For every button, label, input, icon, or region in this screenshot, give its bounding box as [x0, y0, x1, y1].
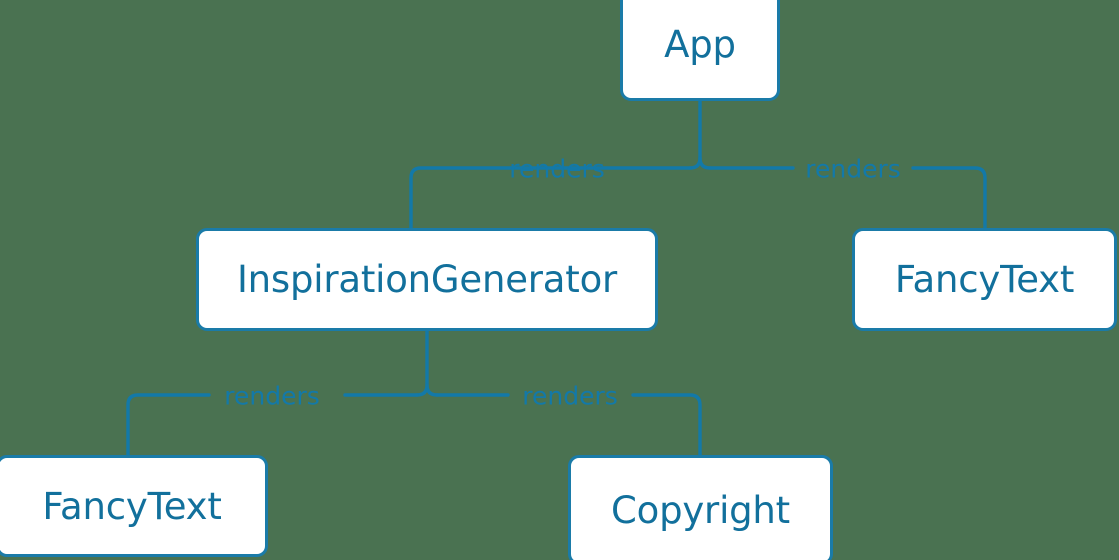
- node-app[interactable]: App: [620, 0, 780, 101]
- node-copyright-label: Copyright: [611, 488, 790, 532]
- node-fancytext-right-label: FancyText: [894, 258, 1075, 301]
- node-fancytext-bottom-label: FancyText: [42, 484, 222, 528]
- edge-label-inspiration-copyright: renders: [522, 381, 618, 411]
- edge-inspiration-stem-right: [425, 383, 439, 397]
- edge-label-app-inspiration: renders: [509, 154, 605, 184]
- node-inspiration-generator-label: InspirationGenerator: [236, 258, 618, 301]
- node-fancytext-bottom[interactable]: FancyText: [0, 455, 268, 557]
- edge-label-inspiration-fancytext: renders: [224, 381, 320, 411]
- edge-app-stem: [688, 98, 702, 170]
- edge-label-app-fancytext: renders: [805, 154, 901, 184]
- node-inspiration-generator[interactable]: InspirationGenerator: [196, 228, 658, 331]
- node-fancytext-right[interactable]: FancyText: [852, 228, 1117, 331]
- node-copyright[interactable]: Copyright: [568, 455, 833, 560]
- edge-app-stem-right: [698, 156, 712, 170]
- edge-inspiration-stem: [415, 329, 429, 397]
- node-app-label: App: [664, 23, 736, 66]
